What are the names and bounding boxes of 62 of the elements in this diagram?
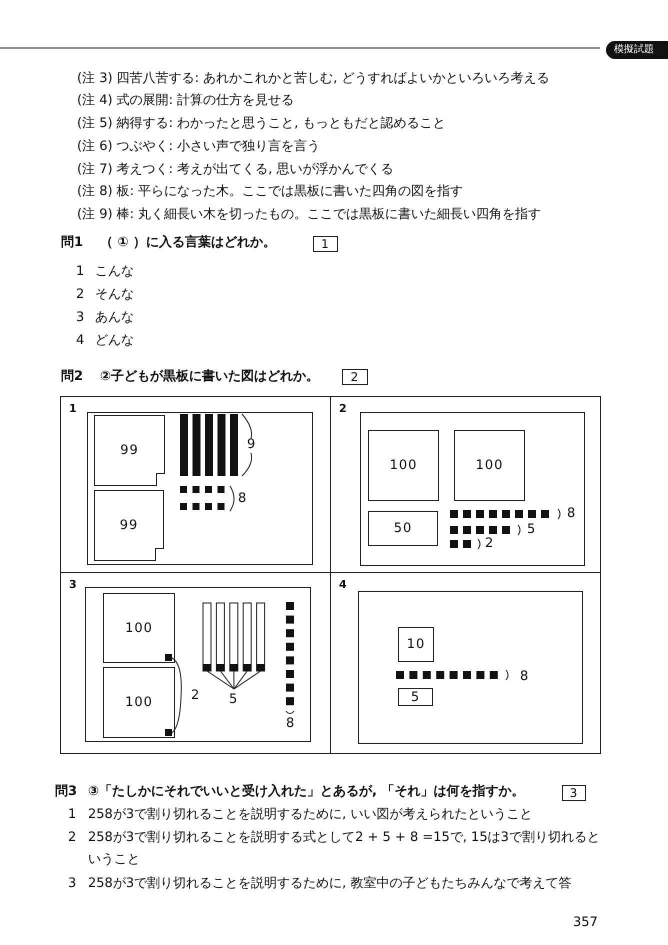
answer-box: 3 bbox=[562, 785, 586, 801]
option-text: どんな bbox=[95, 333, 134, 349]
option-text: あんな bbox=[95, 310, 134, 326]
question-text: （ ① ）に入る言葉はどれか。 bbox=[100, 235, 276, 251]
section-tag: 模擬試題 bbox=[606, 41, 668, 59]
question-number: 問3 bbox=[55, 784, 78, 800]
blackboard-frame bbox=[87, 412, 313, 565]
question-number: 問2 bbox=[61, 369, 84, 385]
option-text: こんな bbox=[95, 264, 134, 280]
figure-panel bbox=[60, 396, 331, 573]
note-text: (注 9) 棒: 丸く細長い木を切ったもの。ここでは黒板に書いた細長い四角を指す bbox=[77, 207, 542, 223]
number-box: 10 bbox=[398, 627, 434, 662]
count-label: 8 bbox=[286, 716, 294, 732]
note-text: (注 8) 板: 平らになった木。ここでは黒板に書いた四角の図を指す bbox=[77, 184, 464, 200]
number-box: 100 bbox=[368, 430, 439, 501]
panel-number: 3 bbox=[69, 578, 77, 591]
answer-box: 1 bbox=[313, 236, 338, 252]
option-number: 1 bbox=[76, 264, 84, 280]
option-number: 3 bbox=[76, 310, 84, 326]
number-box: 50 bbox=[368, 511, 438, 546]
blackboard-frame bbox=[358, 591, 583, 744]
count-label: 8 bbox=[567, 506, 576, 522]
option-text: 258が3で割り切れることを説明するために, いい図が考えられたということ bbox=[88, 807, 532, 823]
answer-box: 2 bbox=[342, 369, 368, 385]
panel-number: 2 bbox=[339, 402, 347, 415]
number-box: 100 bbox=[454, 430, 525, 501]
number-box: 99 bbox=[94, 415, 165, 486]
option-number: 2 bbox=[76, 287, 84, 303]
number-box: 100 bbox=[103, 593, 175, 663]
option-text: 258が3で割り切れることを説明する式として2 + 5 + 8 =15で, 15は3で割り切れるということ bbox=[88, 829, 600, 869]
option-number: 3 bbox=[68, 876, 76, 892]
question-number: 問1 bbox=[61, 235, 84, 251]
figure-panel bbox=[330, 396, 601, 573]
number-box: 5 bbox=[398, 688, 433, 706]
count-label: 5 bbox=[229, 692, 238, 708]
blackboard-frame bbox=[360, 412, 585, 566]
number-box: 99 bbox=[94, 490, 164, 561]
option-number: 1 bbox=[68, 807, 76, 823]
count-label: 2 bbox=[191, 688, 200, 704]
note-text: (注 4) 式の展開: 計算の仕方を見せる bbox=[77, 93, 294, 109]
panel-number: 4 bbox=[339, 578, 347, 591]
blackboard-frame bbox=[85, 587, 311, 742]
option-number: 4 bbox=[76, 333, 84, 349]
question-text: ③「たしかにそれでいいと受け入れた」とあるが, 「それ」は何を指すか。 bbox=[88, 784, 524, 800]
count-label: 9 bbox=[247, 437, 256, 453]
option-text: 258が3で割り切れることを説明するために, 教室中の子どもたちみんなで考えて答 bbox=[88, 876, 572, 892]
panel-number: 1 bbox=[69, 402, 77, 415]
figure-panel bbox=[60, 572, 331, 754]
note-text: (注 6) つぶやく: 小さい声で独り言を言う bbox=[77, 139, 320, 155]
number-box: 100 bbox=[103, 667, 175, 738]
count-label: 2 bbox=[485, 536, 494, 552]
note-text: (注 3) 四苦八苦する: あれかこれかと苦しむ, どうすればよいかといろいろ考える bbox=[77, 71, 550, 87]
question-text: ②子どもが黒板に書いた図はどれか。 bbox=[100, 369, 320, 385]
option-text: そんな bbox=[95, 287, 134, 303]
count-label: 8 bbox=[238, 491, 246, 507]
page-number: 357 bbox=[573, 915, 598, 931]
count-label: 8 bbox=[520, 669, 528, 685]
figure-panel bbox=[330, 572, 601, 754]
note-text: (注 5) 納得する: わかったと思うこと, もっともだと認めること bbox=[77, 116, 446, 132]
count-label: 5 bbox=[527, 522, 536, 538]
option-number: 2 bbox=[68, 830, 76, 846]
note-text: (注 7) 考えつく: 考えが出てくる, 思いが浮かんでくる bbox=[77, 162, 394, 178]
